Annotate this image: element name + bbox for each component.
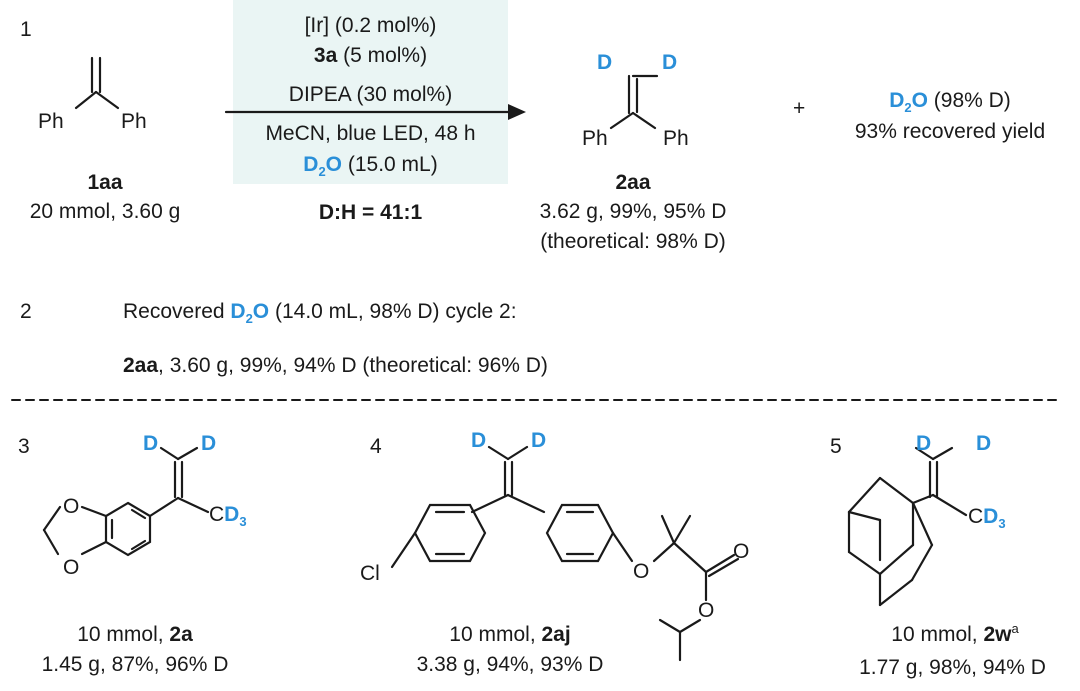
product-2aa-ph-left: Ph [582,127,608,150]
compound-2aj-o-ether: O [633,560,650,583]
compound-2w-c: C [968,505,984,528]
product-2aa-ph-right: Ph [663,127,689,150]
compound-2a-c: C [209,503,225,526]
d2o-sub: 2 [318,164,326,180]
compound-2a-pre: 10 mmol, [77,623,170,646]
compound-2a-d2: D [201,432,217,455]
compound-2w-label: 2w [983,623,1012,646]
product-line1: 3.62 g, 99%, 95% D [539,200,727,223]
entry2-result: , 3.60 g, 99%, 94% D (theoretical: 96% D… [158,354,548,377]
entry2-d: D [230,300,246,323]
compound-2aj-pre: 10 mmol, [449,623,542,646]
entry2-o: O [252,300,270,323]
compound-2aj-cl: Cl [360,562,380,585]
compound-2w-line1: 10 mmol, 2wa [840,621,1070,647]
product-label: 2aa [615,171,651,194]
compound-2a-o2: O [63,556,80,579]
product-2aa-bonds [609,74,659,130]
compound-2a-o1: O [63,495,80,518]
compound-2aj-bonds [390,445,740,662]
substrate-1aa-ph-right: Ph [121,110,147,133]
entry-number-1: 1 [20,18,32,41]
entry2-pre: Recovered [123,300,231,323]
compound-2a-cd3: CD3 [209,503,247,530]
compound-2w-bonds [847,446,968,607]
d2o-volume-text: D2O (15.0 mL) [233,153,508,180]
cocatalyst-text: 3a (5 mol%) [233,44,508,68]
compound-2a-bonds [42,446,210,557]
entry2-post: (14.0 mL, 98% D) cycle 2: [269,300,517,323]
compound-2w-d1: D [916,432,932,455]
product-line2: (theoretical: 98% D) [540,230,726,253]
entry-number-5: 5 [830,435,842,458]
product-2aa-d2: D [662,51,678,74]
d2o-d: D [303,153,319,176]
arrow-head [508,104,526,120]
entry2-line1: Recovered D2O (14.0 mL, 98% D) cycle 2: [123,300,517,327]
byproduct-rest: (98% D) [927,89,1011,112]
byproduct-d: D [889,89,905,112]
substrate-label: 1aa [87,171,123,194]
compound-2w-d3: D [983,505,999,528]
compound-2w-line2: 1.77 g, 98%, 94% D [859,656,1046,679]
entry-number-2: 2 [20,300,32,323]
entry-number-4: 4 [370,435,382,458]
compound-2a-line2: 1.45 g, 87%, 96% D [41,653,229,676]
compound-2a-d3: D [224,503,240,526]
compound-2a-sub3: 3 [239,514,247,530]
compound-2aj-o-carbonyl: O [733,540,750,563]
compound-2aj-line1: 10 mmol, 2aj [390,623,630,647]
cocatalyst-label: 3a [313,44,338,67]
compound-2a-line1: 10 mmol, 2a [20,623,250,647]
substrate-amount: 20 mmol, 3.60 g [29,200,181,223]
compound-2a-label: 2a [169,623,193,646]
d2o-amount: (15.0 mL) [342,153,438,176]
base-text: DIPEA (30 mol%) [288,83,453,106]
entry2-line2: 2aa, 3.60 g, 99%, 94% D (theoretical: 96… [123,354,548,378]
d2o-o: O [325,153,343,176]
compound-2w-pre: 10 mmol, [891,623,984,646]
compound-2w-sup: a [1011,621,1019,636]
substrate-1aa-bonds [74,56,120,110]
byproduct-line2: 93% recovered yield [854,120,1046,143]
compound-2w-sub3: 3 [998,516,1006,532]
cocatalyst-amount: (5 mol%) [337,44,428,67]
compound-2w-cd3: CD3 [968,505,1006,532]
product-2aa-d1: D [597,51,613,74]
compound-2aj-d2: D [531,429,547,452]
entry2-sub: 2 [245,311,253,327]
compound-2a-d1: D [143,432,159,455]
compound-2aj-line2: 3.38 g, 94%, 93% D [416,653,604,676]
entry2-label: 2aa [123,354,159,377]
compound-2aj-label: 2aj [541,623,571,646]
substrate-1aa-ph-left: Ph [38,110,64,133]
dh-ratio: D:H = 41:1 [318,201,423,224]
plus-sign: + [793,97,806,120]
conditions-background [233,0,508,184]
byproduct-o: O [911,89,928,112]
compound-2w-d2: D [976,432,992,455]
compound-2aj-d1: D [471,429,487,452]
compound-2aj-o-ester: O [698,599,715,622]
byproduct-sub: 2 [904,100,912,116]
solvent-text: MeCN, blue LED, 48 h [265,122,476,145]
byproduct-line1: D2O (98% D) [830,89,1070,116]
entry-number-3: 3 [18,435,30,458]
catalyst-text: [Ir] (0.2 mol%) [304,14,437,37]
